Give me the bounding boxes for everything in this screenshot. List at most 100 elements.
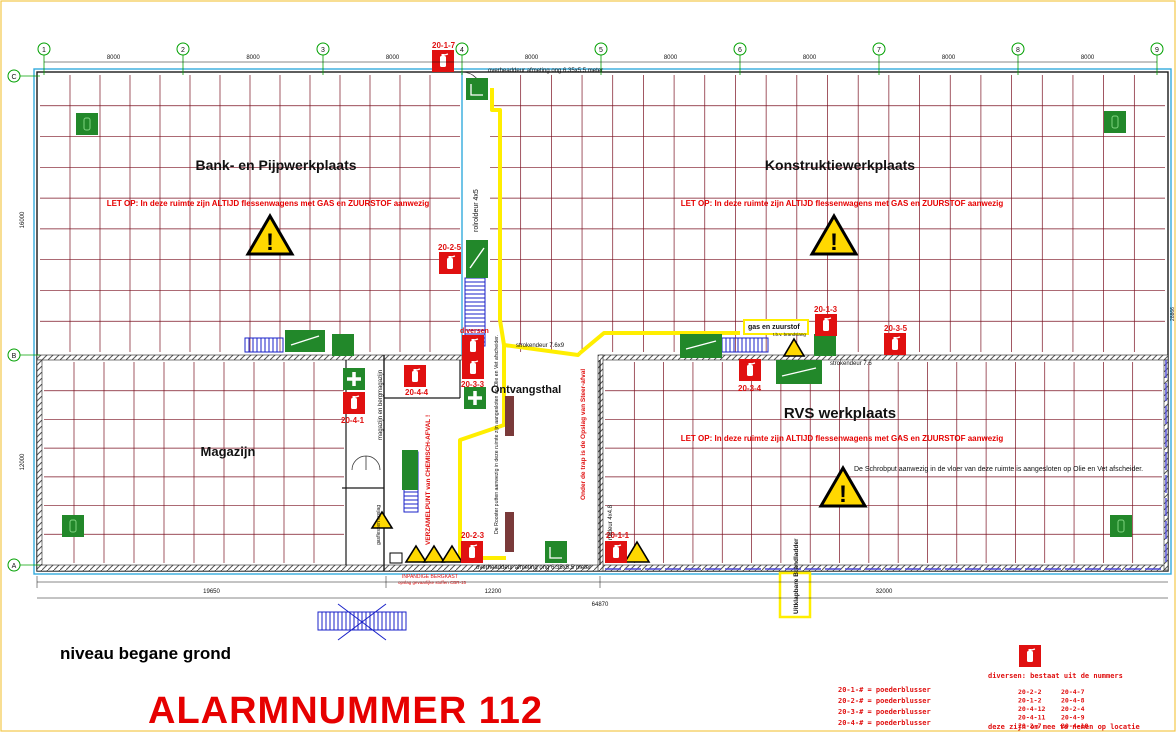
legend-number: 20-2-2 xyxy=(1018,688,1042,696)
schrobput-note: De Schrobput aanwezig in de vloer van de… xyxy=(854,466,1143,473)
axis-marker xyxy=(455,42,469,56)
legend-number: 20-2-7 xyxy=(1018,722,1042,730)
emergency-exit-icon xyxy=(285,330,325,352)
axis-label: 2 xyxy=(181,47,185,54)
fire-extinguisher-icon xyxy=(739,359,761,381)
extinguisher-label: 20-1-7 xyxy=(432,41,456,50)
eyewash-station-icon xyxy=(76,113,98,135)
fire-extinguisher-icon xyxy=(462,357,484,379)
axis-label: 3 xyxy=(321,47,325,54)
fire-extinguisher-icon xyxy=(1019,645,1041,667)
gas-oxygen-tag: gas en zuurstof t.b.v. brandslang xyxy=(743,319,809,337)
fire-extinguisher-icon xyxy=(432,50,454,72)
extinguisher-label: 20-3-5 xyxy=(884,324,908,333)
axis-marker xyxy=(733,42,747,56)
legend-number: 20-1-2 xyxy=(1018,697,1042,705)
gas-warning-bank: LET OP: In deze ruimte zijn ALTIJD fless… xyxy=(107,199,430,208)
stairs-icon xyxy=(317,603,407,641)
axis-label: 9 xyxy=(1155,47,1159,54)
inpandige-sub-label: opslag gevaarlijke stoffen CBR-15 xyxy=(398,580,466,585)
eyewash-station-icon xyxy=(332,334,354,356)
extinguisher-label: 20-4-4 xyxy=(405,388,429,397)
dimension-text: 32000 xyxy=(876,589,893,595)
brandslang-text: t.b.v. brandslang xyxy=(773,332,806,337)
roller-door-vertical-label: rolroldeur 4x5 xyxy=(473,189,480,232)
hazmat-cabinet xyxy=(389,552,403,564)
emergency-exit-icon xyxy=(776,360,822,384)
fire-ladder: Uitklapbare Brandladder xyxy=(778,538,812,619)
fire-extinguisher-icon xyxy=(343,392,365,414)
eyewash-station-icon xyxy=(466,78,488,100)
room-title-magazijn: Magazijn xyxy=(201,444,256,459)
warning-triangle-icon xyxy=(370,510,394,529)
first-aid-cross-icon xyxy=(464,387,486,409)
legend-number: 20-4-11 xyxy=(1018,714,1045,722)
room-title-bank: Bank- en Pijpwerkplaats xyxy=(195,157,356,173)
fire-extinguisher-icon xyxy=(884,333,906,355)
first-aid-cross-icon xyxy=(343,368,365,390)
extinguisher-label: 20-2-3 xyxy=(461,531,485,540)
room-title-konstruktie: Konstruktiewerkplaats xyxy=(765,157,915,173)
legend-number: 20-2-4 xyxy=(1061,705,1085,713)
eyewash-station-icon xyxy=(1110,515,1132,537)
stairs-storage-note: Onder de trap is de Opslag van Steer-afv… xyxy=(580,369,587,500)
room-title-ontvangsthal: Ontvangsthal xyxy=(491,384,561,396)
legend-number: 20-4-8 xyxy=(1061,697,1085,705)
storage-rack-1 xyxy=(505,396,514,436)
dimension-text: 8000 xyxy=(107,55,121,61)
legend-title: diversen: bestaat uit de nummers xyxy=(988,672,1123,680)
axis-label: 6 xyxy=(738,47,742,54)
workshop-grid xyxy=(40,75,1165,563)
eyewash-station-icon xyxy=(545,541,567,563)
diversen-label: diversen xyxy=(460,328,489,335)
legend-type-1: 20-1-# = poederblusser xyxy=(838,686,931,694)
axis-label: C xyxy=(11,74,16,81)
dimension-text: 8000 xyxy=(386,55,400,61)
dimension-text: 8000 xyxy=(942,55,956,61)
axis-marker xyxy=(7,348,21,362)
gas-warning-rvs: LET OP: In deze ruimte zijn ALTIJD fless… xyxy=(681,434,1004,443)
dimension-text: 19650 xyxy=(203,589,220,595)
fire-extinguisher-icon xyxy=(461,541,483,563)
axis-marker xyxy=(316,42,330,56)
dimension-text: 12200 xyxy=(485,589,502,595)
axis-label: 7 xyxy=(877,47,881,54)
strokendeur-right-label: strokendeur 7.6 xyxy=(830,361,872,367)
dimension-text: 8000 xyxy=(1081,55,1095,61)
legend-footer: deze zijn om mee te nemen op locatie xyxy=(988,723,1140,731)
eyewash-station-icon xyxy=(62,515,84,537)
eyewash-station-icon xyxy=(1104,111,1126,133)
legend-type-3: 20-3-# = poederblusser xyxy=(838,708,931,716)
axis-marker xyxy=(1150,42,1164,56)
room-title-rvs: RVS werkplaats xyxy=(784,405,896,422)
axis-marker xyxy=(7,69,21,83)
fire-extinguisher-icon xyxy=(404,365,426,387)
emergency-exit-icon xyxy=(402,450,418,490)
legend-type-2: 20-2-# = poederblusser xyxy=(838,697,931,705)
legend-number: 20-4-10 xyxy=(1061,722,1088,730)
axis-marker xyxy=(594,42,608,56)
svg-text:!: ! xyxy=(830,229,838,256)
axis-marker xyxy=(37,42,51,56)
extinguisher-label: 20-1-3 xyxy=(814,305,838,314)
dimension-text: 8000 xyxy=(525,55,539,61)
overhead-door-bottom-label: overheaddeur afmeting ong 6.35x5.5 meter xyxy=(476,565,591,571)
dimension-text: 8000 xyxy=(246,55,260,61)
fire-extinguisher-icon xyxy=(439,252,461,274)
verzamelpunt-note: VERZAMELPUNT van CHEMISCH-AFVAL ! xyxy=(425,415,432,545)
warning-triangle-icon xyxy=(422,544,446,563)
storage-rack-2 xyxy=(505,512,514,552)
emergency-exit-icon xyxy=(466,240,488,278)
warning-triangle-icon: ! xyxy=(809,213,859,256)
legend-number: 20-4-7 xyxy=(1061,688,1085,696)
roosters-note: De Rooster putten aanwezig in deze ruimt… xyxy=(494,335,500,534)
axis-marker xyxy=(176,42,190,56)
extinguisher-label: 20-4-1 xyxy=(341,416,365,425)
axis-label: A xyxy=(12,563,17,570)
gas-tag-text: gas en zuurstof xyxy=(748,324,800,331)
gasflessen-label: gasflessen opslag xyxy=(376,505,382,545)
